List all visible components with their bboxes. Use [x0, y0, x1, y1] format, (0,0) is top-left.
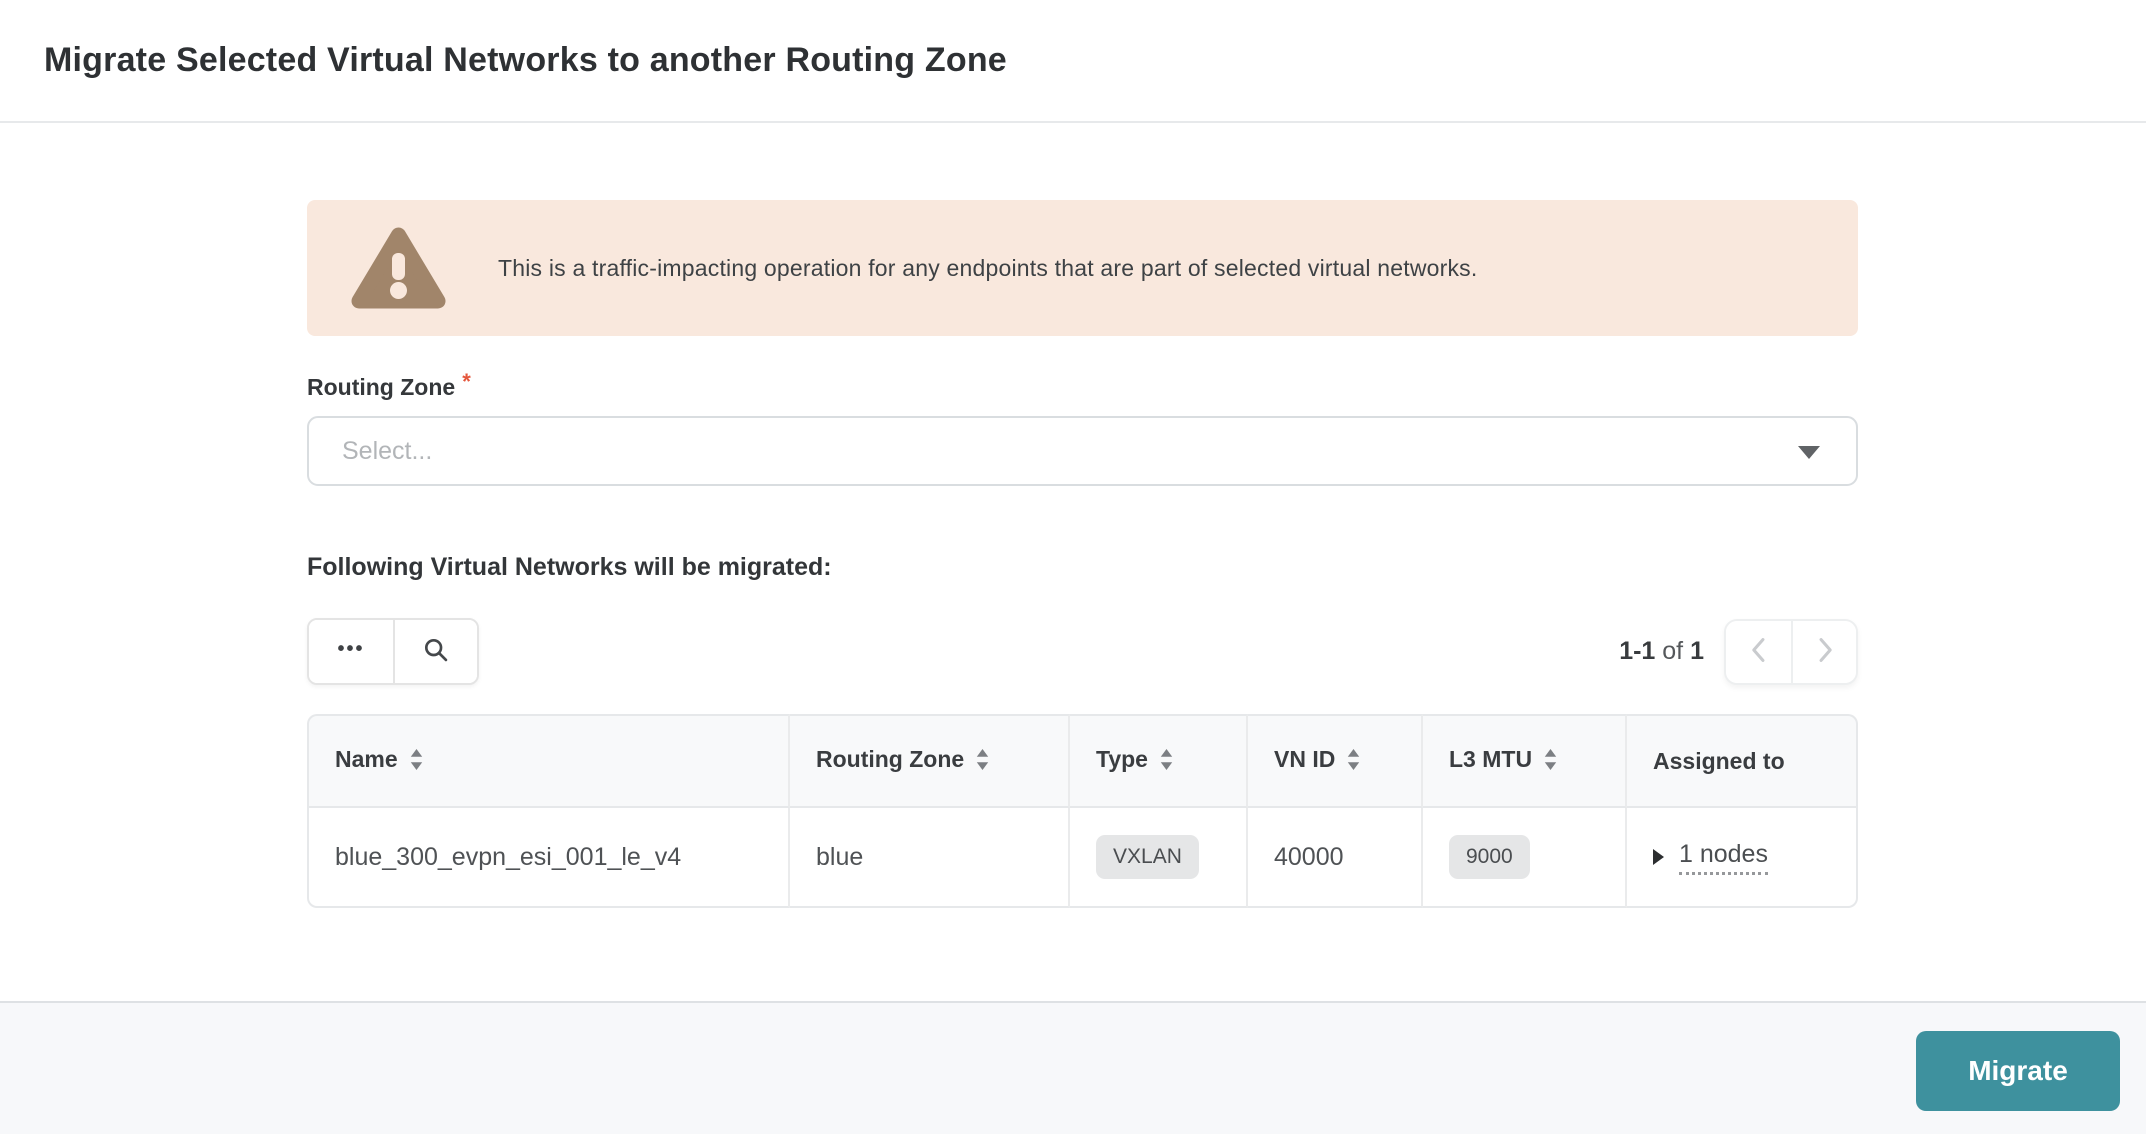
- column-header-name[interactable]: Name: [307, 714, 790, 808]
- warning-banner: This is a traffic-impacting operation fo…: [307, 200, 1858, 336]
- more-actions-button[interactable]: •••: [309, 620, 393, 683]
- expand-caret-icon[interactable]: [1653, 849, 1664, 865]
- table-toolbar: ••• 1-1 of 1: [307, 618, 1858, 685]
- select-placeholder: Select...: [342, 436, 433, 465]
- table-header-row: Name Routing Zone Type VN ID L3 MTU Assi…: [307, 714, 1858, 808]
- sort-icon: [410, 749, 423, 775]
- sort-icon: [1347, 749, 1360, 775]
- cell-l3-mtu: 9000: [1423, 808, 1627, 908]
- sort-icon: [976, 749, 989, 775]
- required-asterisk: *: [462, 369, 471, 394]
- table-row: blue_300_evpn_esi_001_le_v4 blue VXLAN 4…: [307, 808, 1858, 908]
- section-heading: Following Virtual Networks will be migra…: [307, 553, 832, 581]
- ellipsis-icon: •••: [337, 637, 365, 660]
- pagination-info: 1-1 of 1: [1619, 637, 1704, 666]
- warning-message: This is a traffic-impacting operation fo…: [498, 254, 1478, 281]
- chevron-left-icon: [1748, 637, 1770, 666]
- column-header-routing-zone[interactable]: Routing Zone: [790, 714, 1070, 808]
- column-header-type[interactable]: Type: [1070, 714, 1248, 808]
- next-page-button[interactable]: [1791, 620, 1856, 683]
- pagination-of: of: [1662, 637, 1684, 665]
- modal-header: Migrate Selected Virtual Networks to ano…: [0, 0, 2146, 123]
- cell-assigned-to: 1 nodes: [1627, 808, 1858, 908]
- migrate-button[interactable]: Migrate: [1916, 1031, 2120, 1111]
- column-header-assigned-to: Assigned to: [1627, 714, 1858, 808]
- warning-triangle-icon: [351, 224, 446, 312]
- search-icon: [422, 636, 450, 667]
- modal-body: This is a traffic-impacting operation fo…: [307, 125, 1858, 908]
- prev-page-button[interactable]: [1726, 620, 1791, 683]
- l3-mtu-badge: 9000: [1449, 835, 1530, 879]
- modal-footer: Migrate: [0, 1001, 2146, 1134]
- sort-icon: [1544, 749, 1557, 775]
- pagination: 1-1 of 1: [1619, 618, 1858, 685]
- virtual-networks-table: Name Routing Zone Type VN ID L3 MTU Assi…: [307, 714, 1858, 908]
- nodes-link[interactable]: 1 nodes: [1679, 840, 1768, 875]
- sort-icon: [1160, 749, 1173, 775]
- routing-zone-select[interactable]: Select...: [307, 416, 1858, 486]
- chevron-down-icon: [1798, 446, 1820, 459]
- pagination-range: 1-1: [1619, 637, 1656, 665]
- page-title: Migrate Selected Virtual Networks to ano…: [44, 41, 1007, 79]
- cell-name: blue_300_evpn_esi_001_le_v4: [307, 808, 790, 908]
- type-badge: VXLAN: [1096, 835, 1199, 879]
- routing-zone-label: Routing Zone: [307, 374, 456, 400]
- routing-zone-label-row: Routing Zone *: [307, 369, 1858, 402]
- cell-routing-zone: blue: [790, 808, 1070, 908]
- cell-type: VXLAN: [1070, 808, 1248, 908]
- table-actions-group: •••: [307, 618, 479, 685]
- chevron-right-icon: [1814, 637, 1836, 666]
- cell-vn-id: 40000: [1248, 808, 1423, 908]
- pagination-nav-group: [1724, 618, 1858, 685]
- column-header-vn-id[interactable]: VN ID: [1248, 714, 1423, 808]
- pagination-total: 1: [1690, 637, 1704, 665]
- search-button[interactable]: [393, 620, 477, 683]
- column-header-l3-mtu[interactable]: L3 MTU: [1423, 714, 1627, 808]
